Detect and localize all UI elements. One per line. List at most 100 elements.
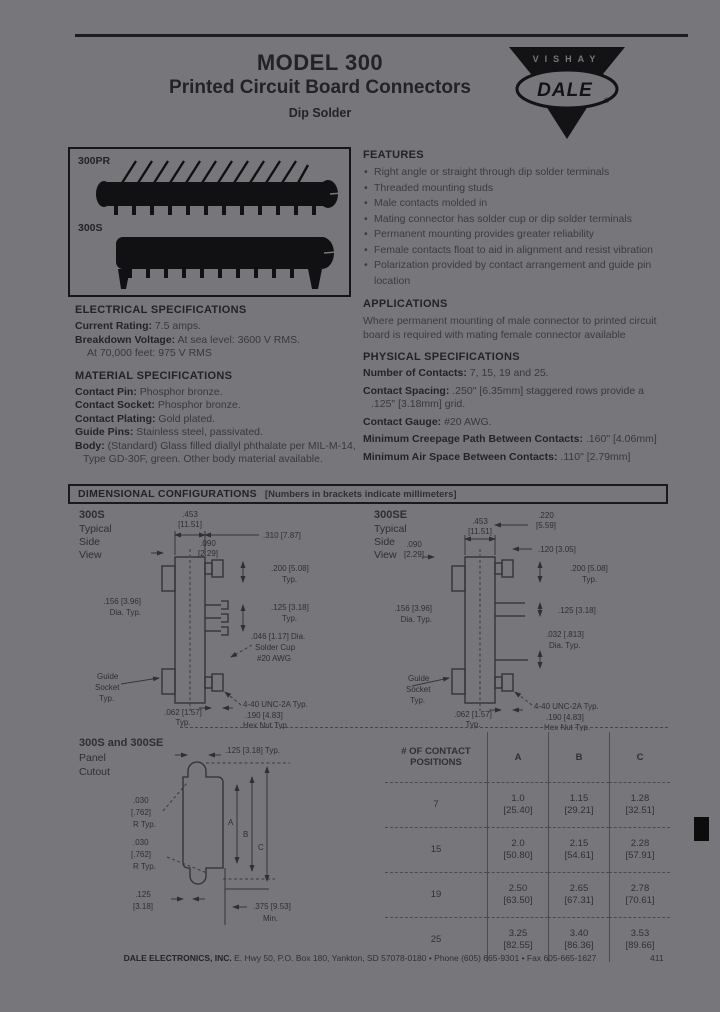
connector-outline <box>451 556 528 704</box>
table-cell: 1.0[25.40] <box>487 782 548 827</box>
feature-item: Threaded mounting studs <box>363 181 665 197</box>
table-cell: 3.25[82.55] <box>487 917 548 962</box>
footer-address: E. Hwy 50, P.O. Box 180, Yankton, SD 570… <box>234 953 597 963</box>
dim-200: .200 [5.08] <box>570 564 608 573</box>
svg-text:[.762]: [.762] <box>131 808 151 817</box>
logo-name-text: DALE <box>537 80 593 101</box>
dim-200: .200 [5.08] <box>271 564 309 573</box>
svg-text:Typical: Typical <box>374 523 407 535</box>
dim-letter-a: A <box>228 818 234 827</box>
logo-trapezoid <box>509 47 625 79</box>
diagram-300se-side-view: 300SE Typical Side View <box>374 509 608 731</box>
table-header-a: A <box>487 732 548 782</box>
svg-text:Typ.: Typ. <box>410 696 425 705</box>
dim-220: .220 <box>538 511 554 520</box>
solder-cup-note: .046 [1.17] Dia. <box>251 632 305 641</box>
radius-note-2: .030 <box>133 838 149 847</box>
photo-label-300s: 300S <box>78 222 103 234</box>
page-header: MODEL 300 Printed Circuit Board Connecto… <box>95 50 545 120</box>
connector-outline <box>161 556 229 704</box>
svg-text:Panel: Panel <box>79 752 106 764</box>
spec-body: Body: (Standard) Glass filled diallyl ph… <box>75 439 356 466</box>
svg-text:R Typ.: R Typ. <box>133 820 156 829</box>
page-title: MODEL 300 <box>256 50 384 75</box>
svg-text:Typ.: Typ. <box>582 575 597 584</box>
page-number: 411 <box>650 953 664 963</box>
feature-item: Male contacts molded in <box>363 196 665 212</box>
spec-guide-pins: Guide Pins: Stainless steel, passivated. <box>75 426 263 438</box>
dimensional-bar-title: DIMENSIONAL CONFIGURATIONS <box>78 488 257 500</box>
svg-text:Min.: Min. <box>263 914 278 923</box>
dim-453: .453 <box>182 510 198 519</box>
dim-062: .062 [1.57] <box>164 708 202 717</box>
dim-156: .156 [3.96] <box>103 597 141 606</box>
svg-text:Solder Cup: Solder Cup <box>255 643 296 652</box>
spec-contact-pin: Contact Pin: Phosphor bronze. <box>75 385 223 398</box>
table-cell: 2.0[50.80] <box>487 827 548 872</box>
dim-062: .062 [1.57] <box>454 710 492 719</box>
product-photo-box: 300PR 300S <box>68 147 351 297</box>
features-heading: FEATURES <box>363 149 424 161</box>
current-rating: Current Rating: 7.5 amps. <box>75 320 202 332</box>
vishay-dale-logo: VISHAY DALE ® <box>509 47 625 139</box>
svg-text:[11.51]: [11.51] <box>178 520 202 529</box>
radius-note-1: .030 <box>133 796 149 805</box>
svg-text:Dia. Typ.: Dia. Typ. <box>549 641 580 650</box>
table-row-positions: 7 <box>385 782 487 827</box>
table-row-positions: 15 <box>385 827 487 872</box>
spec-contact-spacing: Contact Spacing: .250" [6.35mm] staggere… <box>363 384 644 411</box>
cutout-outline <box>182 761 224 885</box>
diagram-title: 300S and 300SE <box>79 737 163 749</box>
svg-text:#20 AWG: #20 AWG <box>257 654 291 663</box>
left-spec-column: ELECTRICAL SPECIFICATIONS Current Rating… <box>75 304 358 467</box>
table-header-c: C <box>609 732 670 782</box>
svg-text:[11.51]: [11.51] <box>468 527 492 536</box>
svg-text:Hex Nut Typ.: Hex Nut Typ. <box>243 721 289 729</box>
svg-text:[3.18]: [3.18] <box>133 902 153 911</box>
feature-item: Female contacts float to aid in alignmen… <box>363 243 665 259</box>
dim-032: .032 [.813] <box>546 630 584 639</box>
electrical-heading: ELECTRICAL SPECIFICATIONS <box>75 304 247 316</box>
spec-min-creepage: Minimum Creepage Path Between Contacts: … <box>363 433 657 445</box>
print-registration-tab <box>694 817 709 841</box>
spec-contact-gauge: Contact Gauge: #20 AWG. <box>363 415 492 428</box>
dim-letter-c: C <box>258 843 264 852</box>
spec-contact-plating: Contact Plating: Gold plated. <box>75 412 216 425</box>
feature-item: Mating connector has solder cup or dip s… <box>363 212 665 228</box>
svg-text:R Typ.: R Typ. <box>133 862 156 871</box>
logo-ellipse <box>515 68 619 110</box>
svg-text:Cutout: Cutout <box>79 766 110 778</box>
material-heading: MATERIAL SPECIFICATIONS <box>75 369 233 382</box>
svg-text:View: View <box>79 549 102 561</box>
breakdown-voltage: Breakdown Voltage: At sea level: 3600 V … <box>75 333 301 346</box>
feature-item: Permanent mounting provides greater reli… <box>363 227 665 243</box>
svg-text:Typical: Typical <box>79 523 112 535</box>
table-cell: 1.28[32.51] <box>609 782 670 827</box>
table-cell: 3.53[89.66] <box>609 917 670 962</box>
svg-text:View: View <box>374 549 397 561</box>
svg-text:[.762]: [.762] <box>131 850 151 859</box>
breakdown-voltage-line2: At 70,000 feet: 975 V RMS <box>87 347 212 359</box>
table-header-b: B <box>548 732 609 782</box>
logo-brand-text: VISHAY <box>533 54 602 64</box>
dim-090: .090 <box>200 539 216 548</box>
spec-contact-socket: Contact Socket: Phosphor bronze. <box>75 399 241 411</box>
diagram-title: 300SE <box>374 509 407 521</box>
dimensional-configurations-bar: DIMENSIONAL CONFIGURATIONS [Numbers in b… <box>68 484 668 504</box>
contact-positions-table: # OF CONTACT POSITIONS A B C 7 1.0[25.40… <box>385 732 670 962</box>
table-cell: 2.50[63.50] <box>487 872 548 917</box>
hex-nut-note: .190 [4.83] <box>245 711 283 720</box>
dim-310: .310 [7.87] <box>263 531 301 540</box>
svg-text:Typ.: Typ. <box>175 718 190 727</box>
feature-item: Right angle or straight through dip sold… <box>363 165 665 181</box>
guide-socket-note: Guide <box>97 672 119 681</box>
dim-156: .156 [3.96] <box>394 604 432 613</box>
dim-375-min: .375 [9.53] <box>253 902 291 911</box>
table-cell: 2.65[67.31] <box>548 872 609 917</box>
svg-text:Dia. Typ.: Dia. Typ. <box>401 615 432 624</box>
top-rule <box>75 34 688 37</box>
svg-text:Dia. Typ.: Dia. Typ. <box>110 608 141 617</box>
hex-nut-note: .190 [4.83] <box>546 713 584 722</box>
right-spec-column: FEATURES Right angle or straight through… <box>363 149 665 464</box>
page-subtitle: Printed Circuit Board Connectors <box>169 77 471 98</box>
